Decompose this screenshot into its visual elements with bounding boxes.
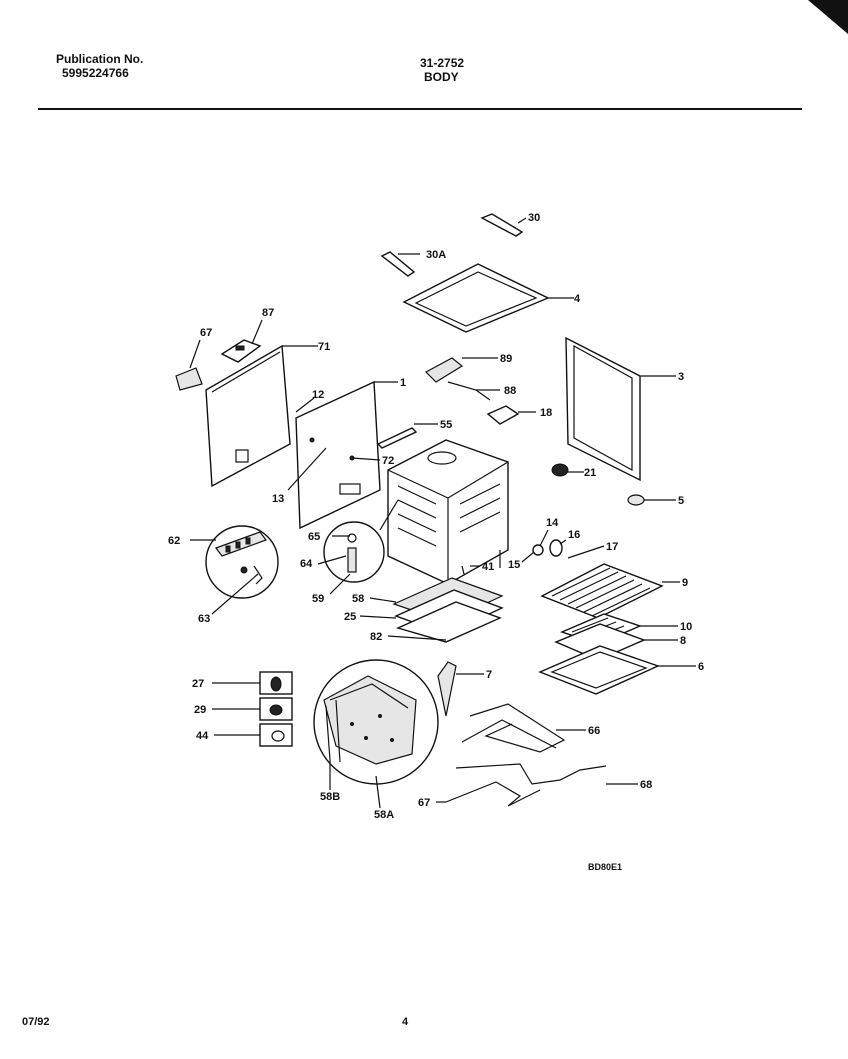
parts-27-29-44 bbox=[212, 671, 293, 747]
callout-13: 13 bbox=[272, 493, 284, 505]
callout-66: 66 bbox=[588, 725, 600, 737]
part-67-68-broil-element bbox=[436, 763, 638, 807]
part-7 bbox=[437, 661, 484, 717]
callout-12: 12 bbox=[312, 389, 324, 401]
callout-89: 89 bbox=[500, 353, 512, 365]
callout-8: 8 bbox=[680, 635, 686, 647]
part-87-bracket bbox=[220, 319, 263, 363]
publication-number: 5995224766 bbox=[62, 66, 129, 80]
callout-5: 5 bbox=[678, 495, 684, 507]
callout-72: 72 bbox=[382, 455, 394, 467]
callout-7: 7 bbox=[486, 669, 492, 681]
callout-29: 29 bbox=[194, 704, 206, 716]
callout-10: 10 bbox=[680, 621, 692, 633]
detail-62-63 bbox=[190, 525, 279, 615]
callout-88: 88 bbox=[504, 385, 516, 397]
callout-67-bottom: 67 bbox=[418, 797, 430, 809]
oven-body bbox=[387, 439, 509, 600]
callout-63: 63 bbox=[198, 613, 210, 625]
part-30a-rod bbox=[380, 251, 420, 277]
callout-59: 59 bbox=[312, 593, 324, 605]
callout-17: 17 bbox=[606, 541, 618, 553]
part-55-rod bbox=[376, 423, 438, 449]
part-1-side-panel bbox=[287, 380, 398, 530]
callout-1: 1 bbox=[400, 377, 406, 389]
callout-21: 21 bbox=[584, 467, 596, 479]
callout-58: 58 bbox=[352, 593, 364, 605]
callout-44: 44 bbox=[196, 730, 209, 742]
detail-65-64-59 bbox=[317, 499, 399, 595]
part-9-oven-rack bbox=[540, 563, 680, 619]
part-5-foot bbox=[627, 494, 676, 506]
callout-6: 6 bbox=[698, 661, 704, 673]
callout-15: 15 bbox=[508, 559, 520, 571]
detail-58a-58b-insulation bbox=[313, 659, 439, 809]
callout-30a: 30A bbox=[426, 249, 446, 261]
callout-67-top: 67 bbox=[200, 327, 212, 339]
corner-fold-mark bbox=[808, 0, 848, 34]
parts-14-15-16-17 bbox=[521, 529, 605, 563]
publication-label: Publication No. bbox=[56, 52, 144, 66]
callout-41: 41 bbox=[482, 561, 494, 573]
part-89-switch bbox=[425, 357, 498, 383]
callout-18: 18 bbox=[540, 407, 552, 419]
header-divider bbox=[38, 108, 802, 110]
callout-55: 55 bbox=[440, 419, 452, 431]
callout-71: 71 bbox=[318, 341, 330, 353]
part-4-cooktop-panel bbox=[402, 263, 574, 333]
callout-58a: 58A bbox=[374, 809, 394, 821]
part-21-screw bbox=[551, 463, 584, 477]
part-3-door bbox=[565, 336, 676, 482]
callout-25: 25 bbox=[344, 611, 356, 623]
part-30-rod bbox=[480, 213, 527, 237]
part-41 bbox=[461, 565, 480, 575]
callout-68: 68 bbox=[640, 779, 652, 791]
parts-58-25-82-base bbox=[359, 577, 504, 643]
part-88-wire bbox=[447, 381, 500, 401]
section-title: BODY bbox=[424, 70, 459, 84]
callout-82: 82 bbox=[370, 631, 382, 643]
callout-16: 16 bbox=[568, 529, 580, 541]
callout-3: 3 bbox=[678, 371, 684, 383]
footer-date: 07/92 bbox=[22, 1016, 50, 1028]
footer-page-number: 4 bbox=[402, 1016, 409, 1028]
callout-9: 9 bbox=[682, 577, 688, 589]
part-6-drawer bbox=[538, 645, 696, 695]
callout-14: 14 bbox=[546, 517, 559, 529]
part-67-trim bbox=[175, 339, 203, 391]
callout-27: 27 bbox=[192, 678, 204, 690]
callout-58b: 58B bbox=[320, 791, 340, 803]
part-66-bake-element bbox=[461, 703, 586, 753]
document-code: 31-2752 bbox=[420, 56, 465, 70]
callout-87: 87 bbox=[262, 307, 274, 319]
part-71-back-panel bbox=[205, 344, 318, 488]
callout-30: 30 bbox=[528, 212, 540, 224]
callout-65: 65 bbox=[308, 531, 320, 543]
callout-62: 62 bbox=[168, 535, 180, 547]
callout-4: 4 bbox=[574, 293, 581, 305]
callout-64: 64 bbox=[300, 558, 313, 570]
part-18-block bbox=[486, 405, 536, 425]
drawing-id: BD80E1 bbox=[588, 862, 622, 872]
